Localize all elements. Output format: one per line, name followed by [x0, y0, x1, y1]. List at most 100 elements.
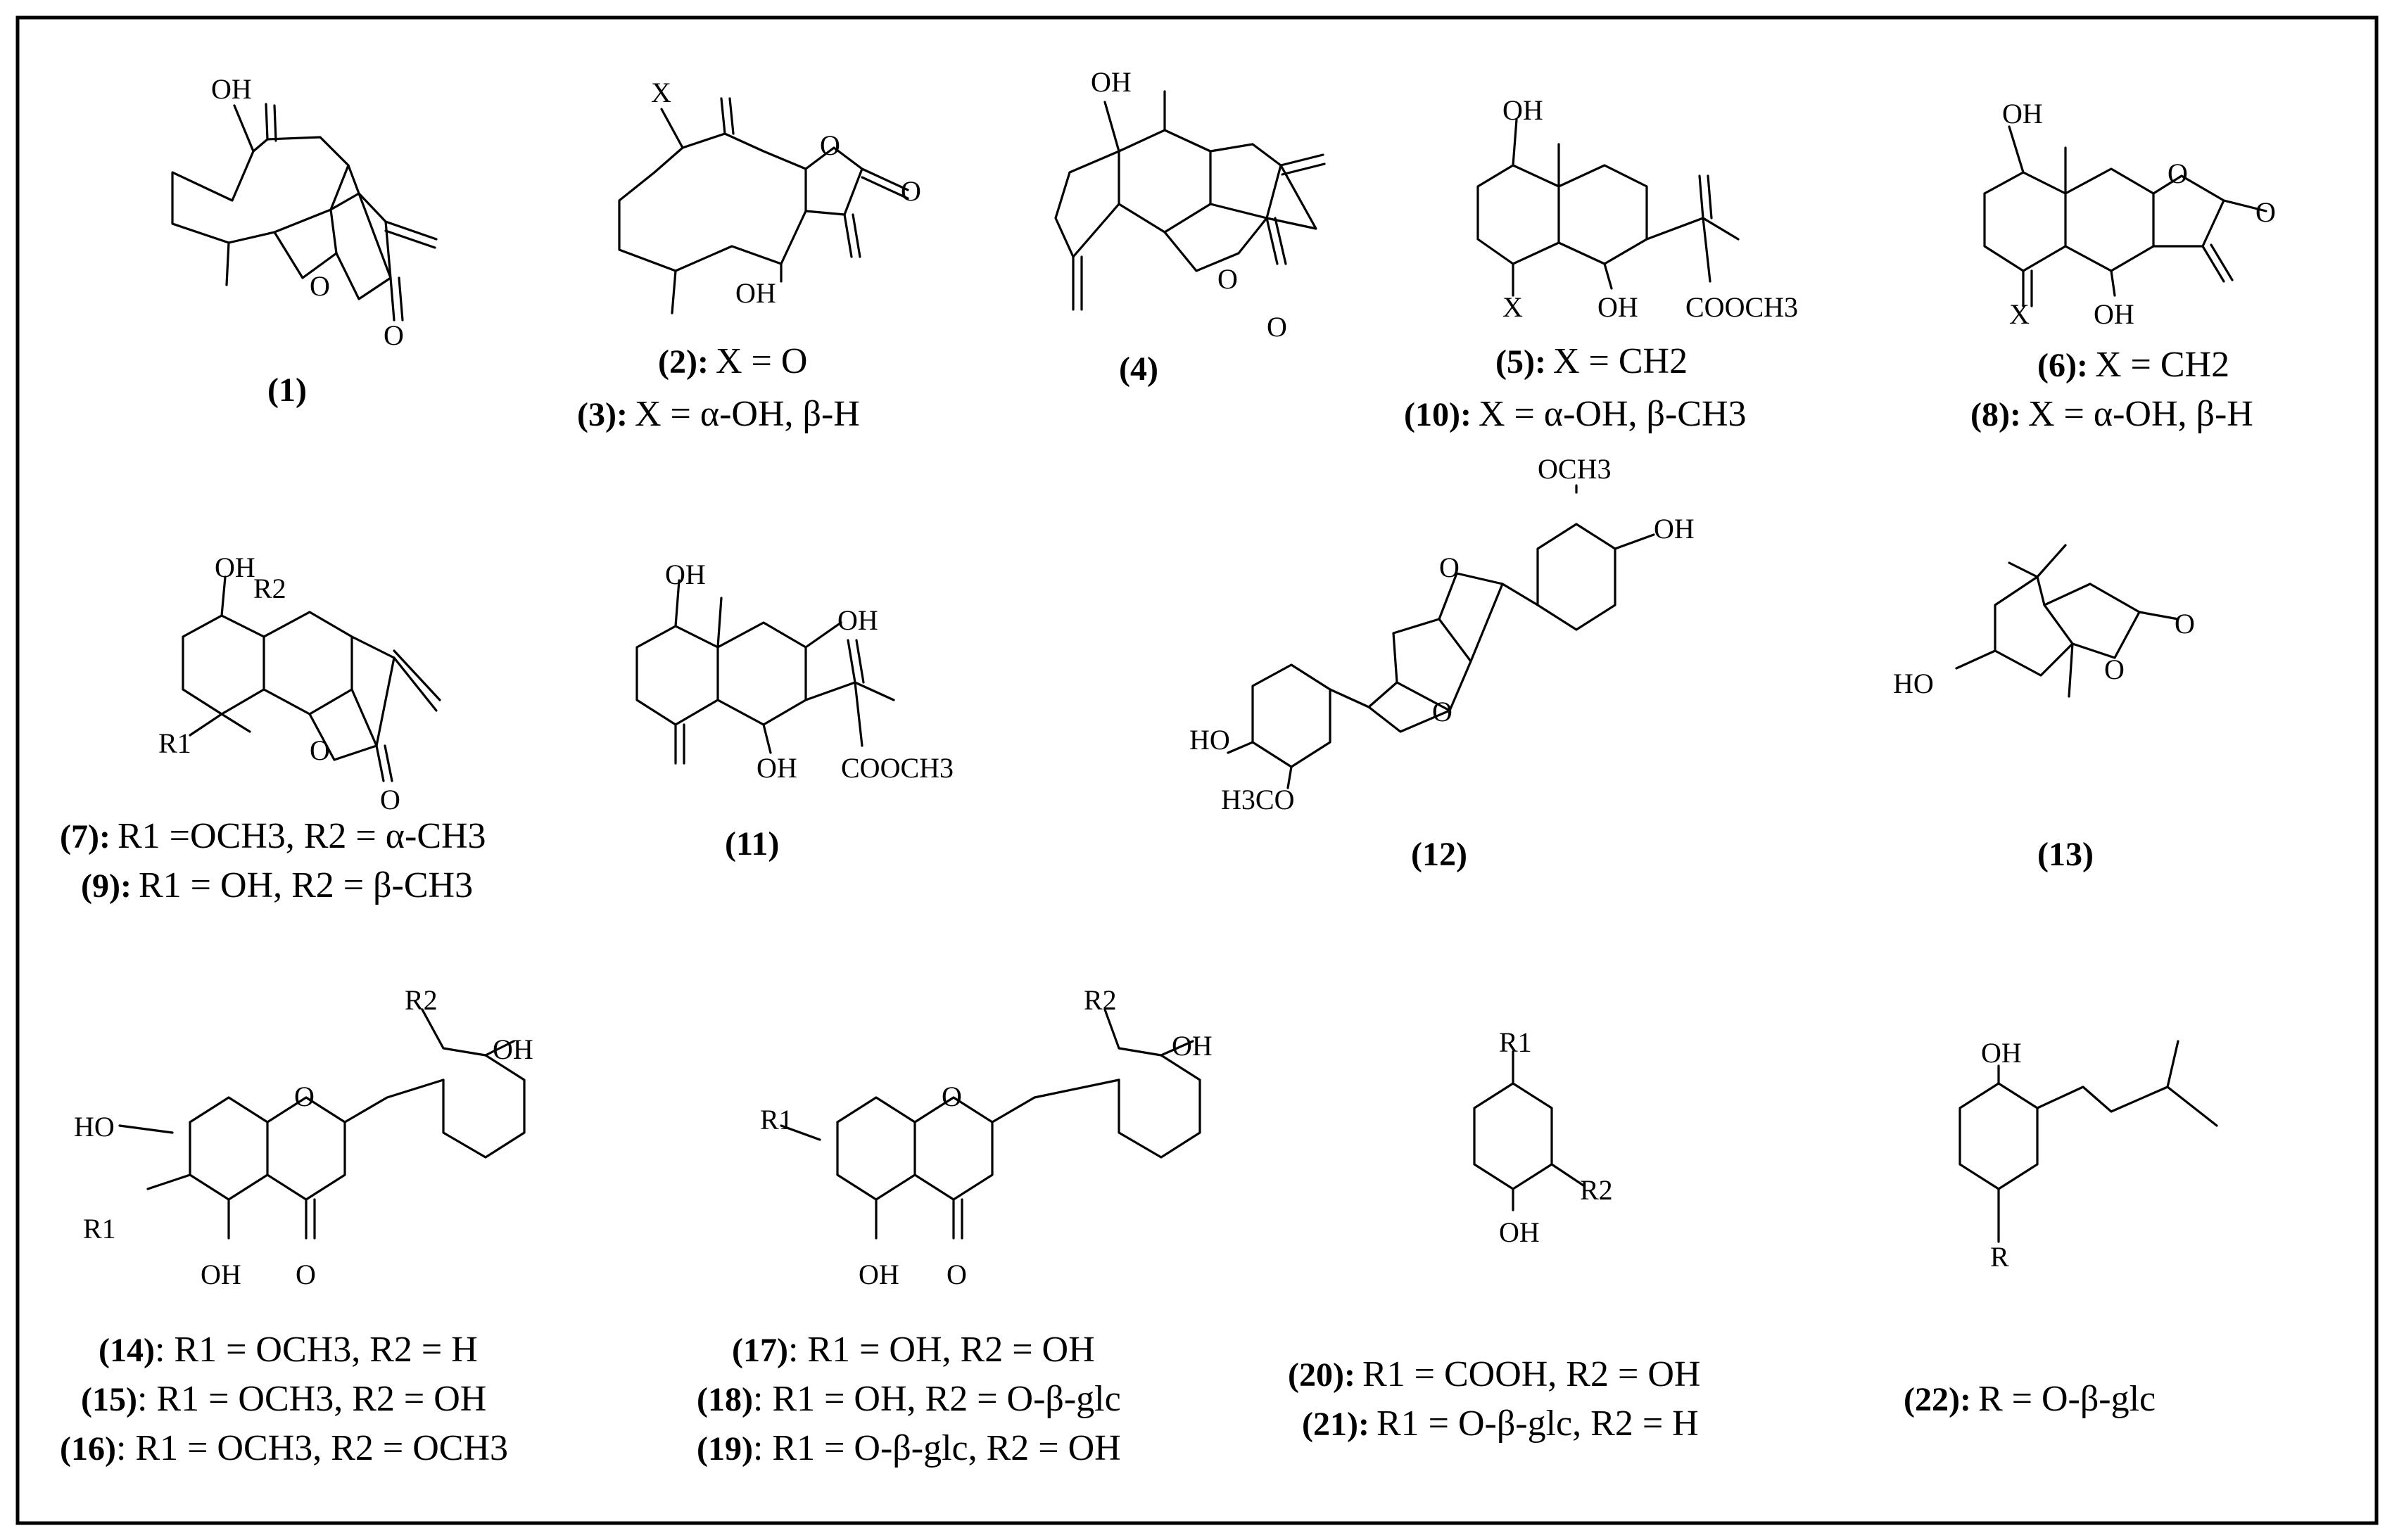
caption-number: (10): [1404, 396, 1472, 433]
bonds-4 [1054, 90, 1326, 311]
caption-line: (17): R1 = OH, R2 = OH [732, 1330, 1095, 1370]
compound-number: (11) [725, 825, 779, 863]
atom-label: OH [215, 552, 255, 583]
structure-1: OH O O (1) [171, 73, 438, 409]
structure-17-19: R2 OH R1 O OH O (17): R1 = OH, R2 = OH (… [697, 984, 1213, 1468]
caption-text: X = CH2 [2095, 345, 2229, 385]
atom-label: OCH3 [1538, 453, 1611, 485]
caption-number: (3): [577, 396, 628, 433]
caption-number: (9): [81, 867, 132, 905]
caption-number: (2): [658, 343, 709, 381]
atom-label: OH [1091, 66, 1132, 98]
atom-label: HO [1893, 668, 1934, 699]
atom-label: O [2168, 158, 2188, 189]
atom-label: R1 [83, 1213, 116, 1245]
caption-number: (18) [697, 1381, 753, 1418]
atom-label: O [1439, 552, 1460, 583]
caption-line: (15): R1 = OCH3, R2 = OH [81, 1379, 486, 1419]
caption-line: (2):X = O [658, 341, 807, 381]
caption-number: (17) [732, 1332, 788, 1369]
atom-label: OH [859, 1259, 899, 1290]
caption-line: (6):X = CH2 [2037, 345, 2229, 385]
caption-line: (22):R = O-β-glc [1904, 1379, 2156, 1419]
caption-number: (14) [99, 1332, 155, 1369]
caption-line: (8):X = α-OH, β-H [1970, 394, 2253, 434]
bonds-22 [1958, 1040, 2218, 1243]
atom-label: O [901, 175, 921, 207]
caption-number: (15) [81, 1381, 137, 1418]
structure-6-8: OH O O X OH (6):X = CH2 (8):X = α-OH, β-… [1970, 98, 2276, 434]
caption-number: (19) [697, 1430, 753, 1468]
atom-label: OH [1502, 94, 1543, 126]
atom-label: R2 [1084, 984, 1117, 1016]
atom-label: OH [1654, 513, 1695, 545]
structure-11: OH OH OH COOCH3 (11) [635, 559, 954, 863]
caption-number: (16) [60, 1430, 116, 1468]
caption-text: X = α-OH, β-H [2028, 394, 2253, 434]
caption-line: (3):X = α-OH, β-H [577, 394, 860, 434]
atom-label: R1 [1499, 1026, 1532, 1058]
structure-5-10: OH X OH COOCH3 (5):X = CH2 (10):X = α-OH… [1404, 94, 1798, 434]
caption-line: (18): R1 = OH, R2 = O-β-glc [697, 1379, 1121, 1419]
caption-line: (5):X = CH2 [1495, 341, 1688, 381]
structure-4: OH O O (4) [1054, 66, 1326, 388]
atom-label: OH [201, 1259, 241, 1290]
bonds-6-8 [1983, 125, 2267, 307]
atom-label: O [820, 129, 840, 161]
atom-label: R [1990, 1241, 2009, 1273]
atom-label: R2 [405, 984, 438, 1016]
atom-label: X [651, 77, 671, 108]
atom-label: O [2175, 608, 2195, 639]
caption-number: (20): [1288, 1356, 1355, 1394]
bonds-5-10 [1476, 118, 1740, 297]
atom-label: OH [1981, 1037, 2022, 1069]
atom-label: R1 [760, 1104, 793, 1135]
caption-text: : R1 = OH, R2 = OH [788, 1330, 1095, 1370]
atom-label: O [2104, 654, 2125, 685]
bonds-13 [1955, 544, 2179, 698]
caption-number: (5): [1495, 343, 1546, 381]
caption-text: : R1 = OCH3, R2 = OCH3 [116, 1428, 508, 1468]
caption-line: (10):X = α-OH, β-CH3 [1404, 394, 1747, 434]
caption-text: : R1 = O-β-glc, R2 = OH [753, 1428, 1121, 1468]
compound-number: (12) [1411, 836, 1467, 873]
atom-label: OH [837, 604, 878, 636]
atom-label: R1 [158, 727, 191, 759]
bonds-2-3 [618, 97, 909, 314]
atom-label: O [1267, 311, 1287, 343]
atom-label: O [380, 784, 400, 815]
bonds-20-21 [1473, 1050, 1585, 1211]
caption-text: R1 = OH, R2 = β-CH3 [139, 865, 473, 905]
atom-label: OH [1499, 1216, 1540, 1248]
atom-label: OH [1172, 1030, 1213, 1062]
caption-text: : R1 = OH, R2 = O-β-glc [753, 1379, 1121, 1419]
structure-22: OH R (22):R = O-β-glc [1904, 1037, 2218, 1419]
caption-line: (19): R1 = O-β-glc, R2 = OH [697, 1428, 1121, 1468]
atom-label: O [384, 319, 404, 351]
caption-text: R = O-β-glc [1978, 1379, 2156, 1419]
caption-number: (21): [1302, 1406, 1369, 1443]
atom-label: O [310, 734, 330, 766]
structure-20-21: R1 R2 OH (20):R1 = COOH, R2 = OH (21):R1… [1288, 1026, 1700, 1444]
atom-label: OH [493, 1033, 533, 1065]
caption-number: (6): [2037, 347, 2088, 384]
compound-number: (4) [1119, 350, 1158, 388]
compound-number: (1) [267, 371, 307, 409]
atom-label: O [1432, 696, 1453, 727]
bonds-17-19 [780, 1008, 1201, 1240]
caption-text: R1 =OCH3, R2 = α-CH3 [118, 816, 486, 856]
caption-line: (7):R1 =OCH3, R2 = α-CH3 [60, 816, 486, 856]
atom-label: R2 [1580, 1174, 1613, 1206]
structure-14-16: R2 OH HO O R1 OH O (14): R1 = OCH3, R2 =… [60, 984, 533, 1468]
atom-label: HO [1189, 724, 1230, 756]
caption-number: (8): [1970, 396, 2021, 433]
structure-7-9: OH R2 R1 O O (7):R1 =OCH3, R2 = α-CH3 (9… [60, 552, 486, 905]
caption-line: (14): R1 = OCH3, R2 = H [99, 1330, 478, 1370]
atom-label: COOCH3 [1685, 291, 1798, 323]
atom-label: O [2255, 196, 2276, 228]
atom-label: OH [1597, 291, 1638, 323]
bonds-1 [171, 103, 438, 322]
caption-line: (20):R1 = COOH, R2 = OH [1288, 1354, 1700, 1394]
atom-label: R2 [253, 573, 286, 604]
